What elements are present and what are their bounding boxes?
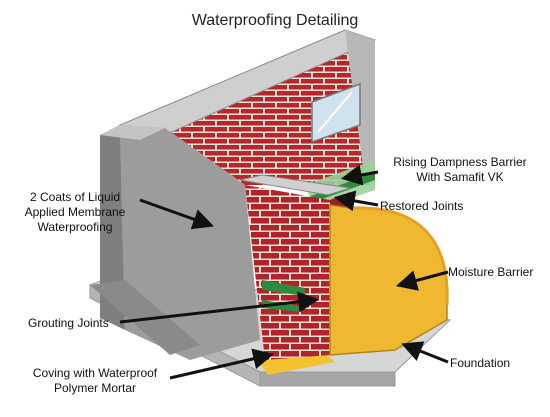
- membrane-wall-edge: [100, 125, 125, 330]
- arrow-restored-joints: [333, 190, 379, 212]
- diagram-title: Waterproofing Detailing: [191, 12, 359, 29]
- label-moisture-barrier: Moisture Barrier: [448, 265, 534, 279]
- label-restored-joints: Restored Joints: [380, 199, 464, 213]
- label-membrane: 2 Coats of Liquid Applied Membrane Water…: [24, 190, 126, 234]
- membrane-wall-face: [120, 125, 260, 360]
- arrow-membrane: [139, 198, 214, 230]
- coving-strip: [258, 350, 335, 375]
- foundation-slab-side: [259, 371, 396, 387]
- label-coving: Coving with Waterproof Polymer Mortar: [32, 366, 158, 395]
- label-grouting-joints: Grouting Joints: [28, 316, 109, 330]
- front-brick-pillar: [245, 185, 330, 360]
- grouting-joints: [262, 280, 305, 296]
- arrow-rising-damp: [340, 164, 379, 186]
- arrow-foundation: [401, 341, 449, 364]
- back-brick-wall: [165, 40, 370, 185]
- membrane-wall-top: [100, 125, 165, 140]
- label-foundation: Foundation: [450, 356, 511, 370]
- window: [311, 82, 361, 144]
- label-rising-damp: Rising Dampness Barrier With Samafit VK: [393, 155, 527, 184]
- pillar-top: [239, 174, 351, 196]
- arrow-grouting-joints: [119, 291, 320, 324]
- arrow-coving: [169, 348, 275, 380]
- coving-left: [90, 280, 200, 355]
- arrow-moisture-barrier: [395, 270, 449, 291]
